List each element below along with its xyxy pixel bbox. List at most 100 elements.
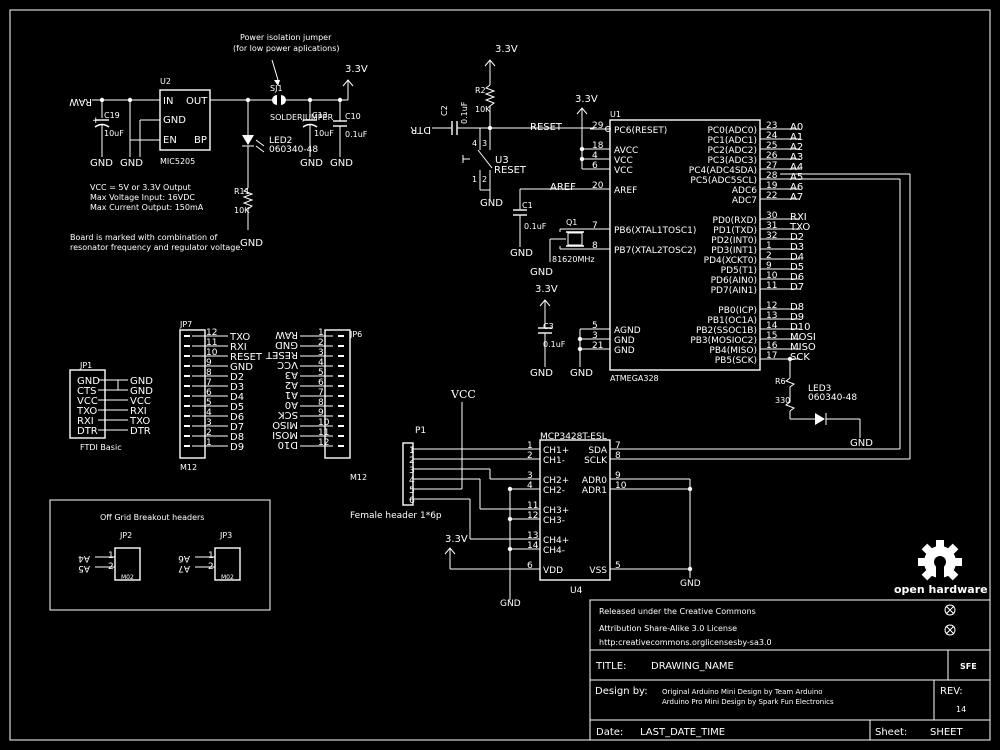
jp3-net-a7: A7 [178, 563, 190, 573]
jp7-pin-number: 9 [206, 358, 212, 368]
offgrid-title: Off Grid Breakout headers [100, 513, 204, 522]
jp6-pin-number: 11 [318, 428, 329, 438]
jp7-net-label: D7 [230, 422, 244, 433]
u4-pin-number: 5 [615, 561, 621, 571]
p1-pin-number: 3 [409, 466, 415, 476]
sheet-value: SHEET [930, 727, 964, 738]
u1-pin-number: 31 [766, 221, 777, 231]
u1-pin-name: PD3(INT1) [711, 246, 757, 256]
gnd-label: GND [680, 579, 701, 589]
u1-pin-number: 5 [592, 321, 598, 331]
sj1-label: SJ1 [270, 84, 283, 93]
u1-pin-number: 24 [766, 131, 778, 141]
u4-pin-number: 8 [615, 451, 621, 461]
jp7-net-label: D9 [230, 442, 244, 453]
u1-pin-name: AGND [614, 326, 641, 336]
u3-pin-2: 2 [482, 175, 487, 184]
u1-pin-name: PD4(XCKT0) [704, 256, 757, 266]
p1-pin-number: 2 [409, 456, 415, 466]
by-sa-icon [944, 624, 956, 636]
u1-pin-name: PB3(MOSIOC2) [690, 336, 757, 346]
u1-pin-number: 7 [592, 221, 598, 231]
gnd-label: GND [500, 599, 521, 609]
u2-pin-gnd: GND [163, 115, 186, 126]
jp3-net-a6: A6 [178, 553, 190, 563]
jp7-pin-number: 1 [206, 438, 212, 448]
jp6-net-label: RESET [265, 349, 298, 360]
jp6-pin-number: 7 [318, 388, 324, 398]
jp7-pin-mark [184, 445, 190, 447]
jp7-net-label: D8 [230, 432, 244, 443]
jp3-pin-1: 1 [208, 551, 214, 561]
u1-pin-number: 30 [766, 211, 778, 221]
u1-pin-name: PC4(ADC4SDA) [689, 166, 757, 176]
jp6-pin-number: 10 [318, 418, 330, 428]
jp7-pin-number: 12 [206, 328, 217, 338]
u4-pin-name: ADR0 [582, 476, 607, 486]
led2-label: LED2 [269, 136, 292, 146]
jp6-pin-number: 8 [318, 398, 324, 408]
r11-label: R11 [234, 187, 250, 196]
gnd-label: GND [530, 368, 553, 379]
u3-reset-label: RESET [494, 165, 527, 176]
jp1-body [69, 369, 106, 439]
u1-pin-number: 27 [766, 161, 777, 171]
design-line-1: Original Arduino Mini Design by Team Ard… [662, 688, 823, 696]
c2-value: 0.1uF [460, 101, 469, 124]
jp6-net-label: D10 [278, 439, 298, 450]
jp7-pin-number: 6 [206, 388, 212, 398]
u1-pin-number: 26 [766, 151, 778, 161]
jp7-net-label: D4 [230, 392, 244, 403]
date-label: Date: [596, 727, 623, 738]
u3-label: U3 [495, 155, 509, 166]
jp2-pin-2: 2 [108, 562, 114, 572]
u1-net-label: TXO [789, 222, 810, 233]
jp1-part: FTDI Basic [80, 443, 122, 452]
cc-line-2: Attribution Share-Alike 3.0 License [599, 624, 737, 633]
u1-pin-name: PB0(ICP) [718, 306, 757, 316]
note-resonator: resonator frequency and regulator voltag… [70, 243, 243, 252]
u4-pin-number: 6 [527, 561, 533, 571]
gnd-label: GND [120, 158, 143, 169]
u1-pin-name: GND [614, 346, 635, 356]
gnd-label: GND [300, 158, 323, 169]
u1-net-label: D2 [790, 232, 804, 243]
sheet-label: Sheet: [875, 727, 907, 738]
jp3-pin-2: 2 [208, 562, 214, 572]
u1-pin-name: PB1(OC1A) [707, 316, 757, 326]
u4-pin-number: 1 [527, 441, 533, 451]
solderjumper-label: SOLDERJUMPER [270, 113, 334, 122]
u1-net-label: A5 [790, 172, 803, 183]
jp6-pin-mark [338, 405, 344, 407]
c13-value: 10uF [314, 129, 334, 138]
u1-net-label: A6 [790, 182, 803, 193]
u1-pin-name: PD5(T1) [721, 266, 757, 276]
u1-pin-number: 9 [766, 261, 772, 271]
gnd-label: GND [570, 368, 593, 379]
u1-pin-name: ADC7 [732, 196, 757, 206]
jp6-pin-mark [338, 435, 344, 437]
u1-net-label: D10 [790, 322, 810, 333]
r6-value: 330 [775, 396, 790, 405]
jp3-body [214, 547, 241, 581]
jp7-net-label: RXI [230, 342, 247, 353]
p1-pin-number: 4 [409, 476, 415, 486]
v33-label: 3.3V [575, 94, 598, 105]
u1-pin-name: PB2(SSOC1B) [696, 326, 757, 336]
u4-pin-name: CH3- [543, 516, 565, 526]
jp7-pin-mark [184, 375, 190, 377]
u4-ref: U4 [570, 586, 583, 596]
jp2-ref: JP2 [119, 531, 132, 540]
c3-label: C3 [543, 322, 554, 331]
jp7-pin-number: 2 [206, 428, 212, 438]
reset-net-label: RESET [530, 122, 563, 133]
q1-value: 81620MHz [552, 255, 595, 264]
jp7-pin-mark [184, 415, 190, 417]
u3-pin-4: 4 [472, 139, 477, 148]
u1-net-label: SCK [790, 352, 810, 363]
